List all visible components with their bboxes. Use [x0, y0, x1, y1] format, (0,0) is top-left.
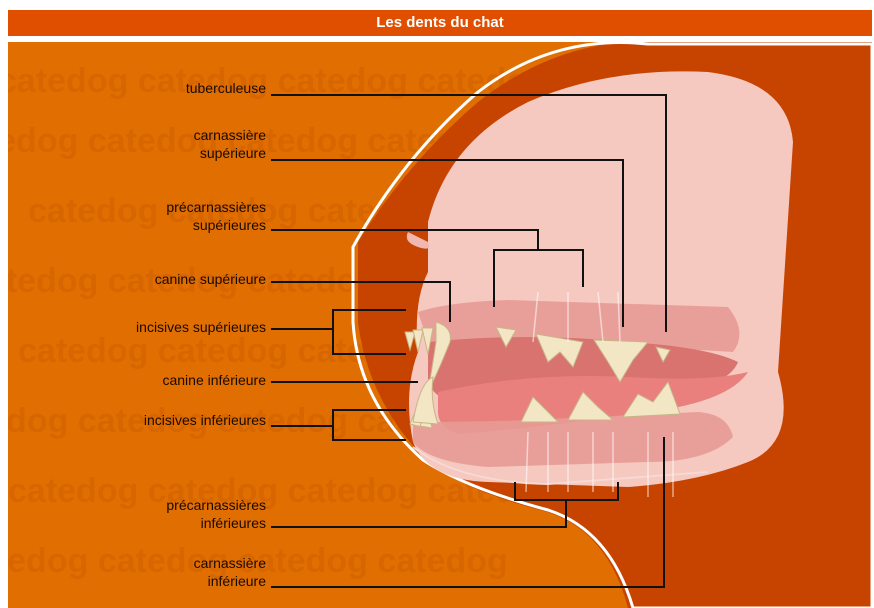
label-text: précarnassières	[166, 496, 266, 514]
label-text: carnassière	[194, 126, 266, 144]
label-text: inférieures	[166, 514, 266, 532]
label-precarnassieres-superieures: précarnassières supérieures	[166, 198, 266, 234]
label-text: tuberculeuse	[186, 80, 266, 96]
label-carnassiere-inferieure: carnassière inférieure	[194, 554, 266, 590]
label-text: incisives supérieures	[136, 319, 266, 335]
diagram-canvas: catedog catedog catedog catedog catedog …	[8, 42, 872, 608]
label-text: supérieures	[166, 216, 266, 234]
label-precarnassieres-inferieures: précarnassières inférieures	[166, 496, 266, 532]
label-text: supérieure	[194, 144, 266, 162]
label-text: incisives inférieures	[144, 412, 266, 428]
diagram-title: Les dents du chat	[8, 10, 872, 36]
label-tuberculeuse: tuberculeuse	[186, 79, 266, 97]
label-canine-superieure: canine supérieure	[155, 270, 266, 288]
label-text: précarnassières	[166, 198, 266, 216]
label-incisives-inferieures: incisives inférieures	[144, 411, 266, 429]
label-text: canine inférieure	[162, 372, 266, 388]
label-text: carnassière	[194, 554, 266, 572]
label-canine-inferieure: canine inférieure	[162, 371, 266, 389]
label-incisives-superieures: incisives supérieures	[136, 318, 266, 336]
label-carnassiere-superieure: carnassière supérieure	[194, 126, 266, 162]
label-text: canine supérieure	[155, 271, 266, 287]
label-text: inférieure	[194, 572, 266, 590]
